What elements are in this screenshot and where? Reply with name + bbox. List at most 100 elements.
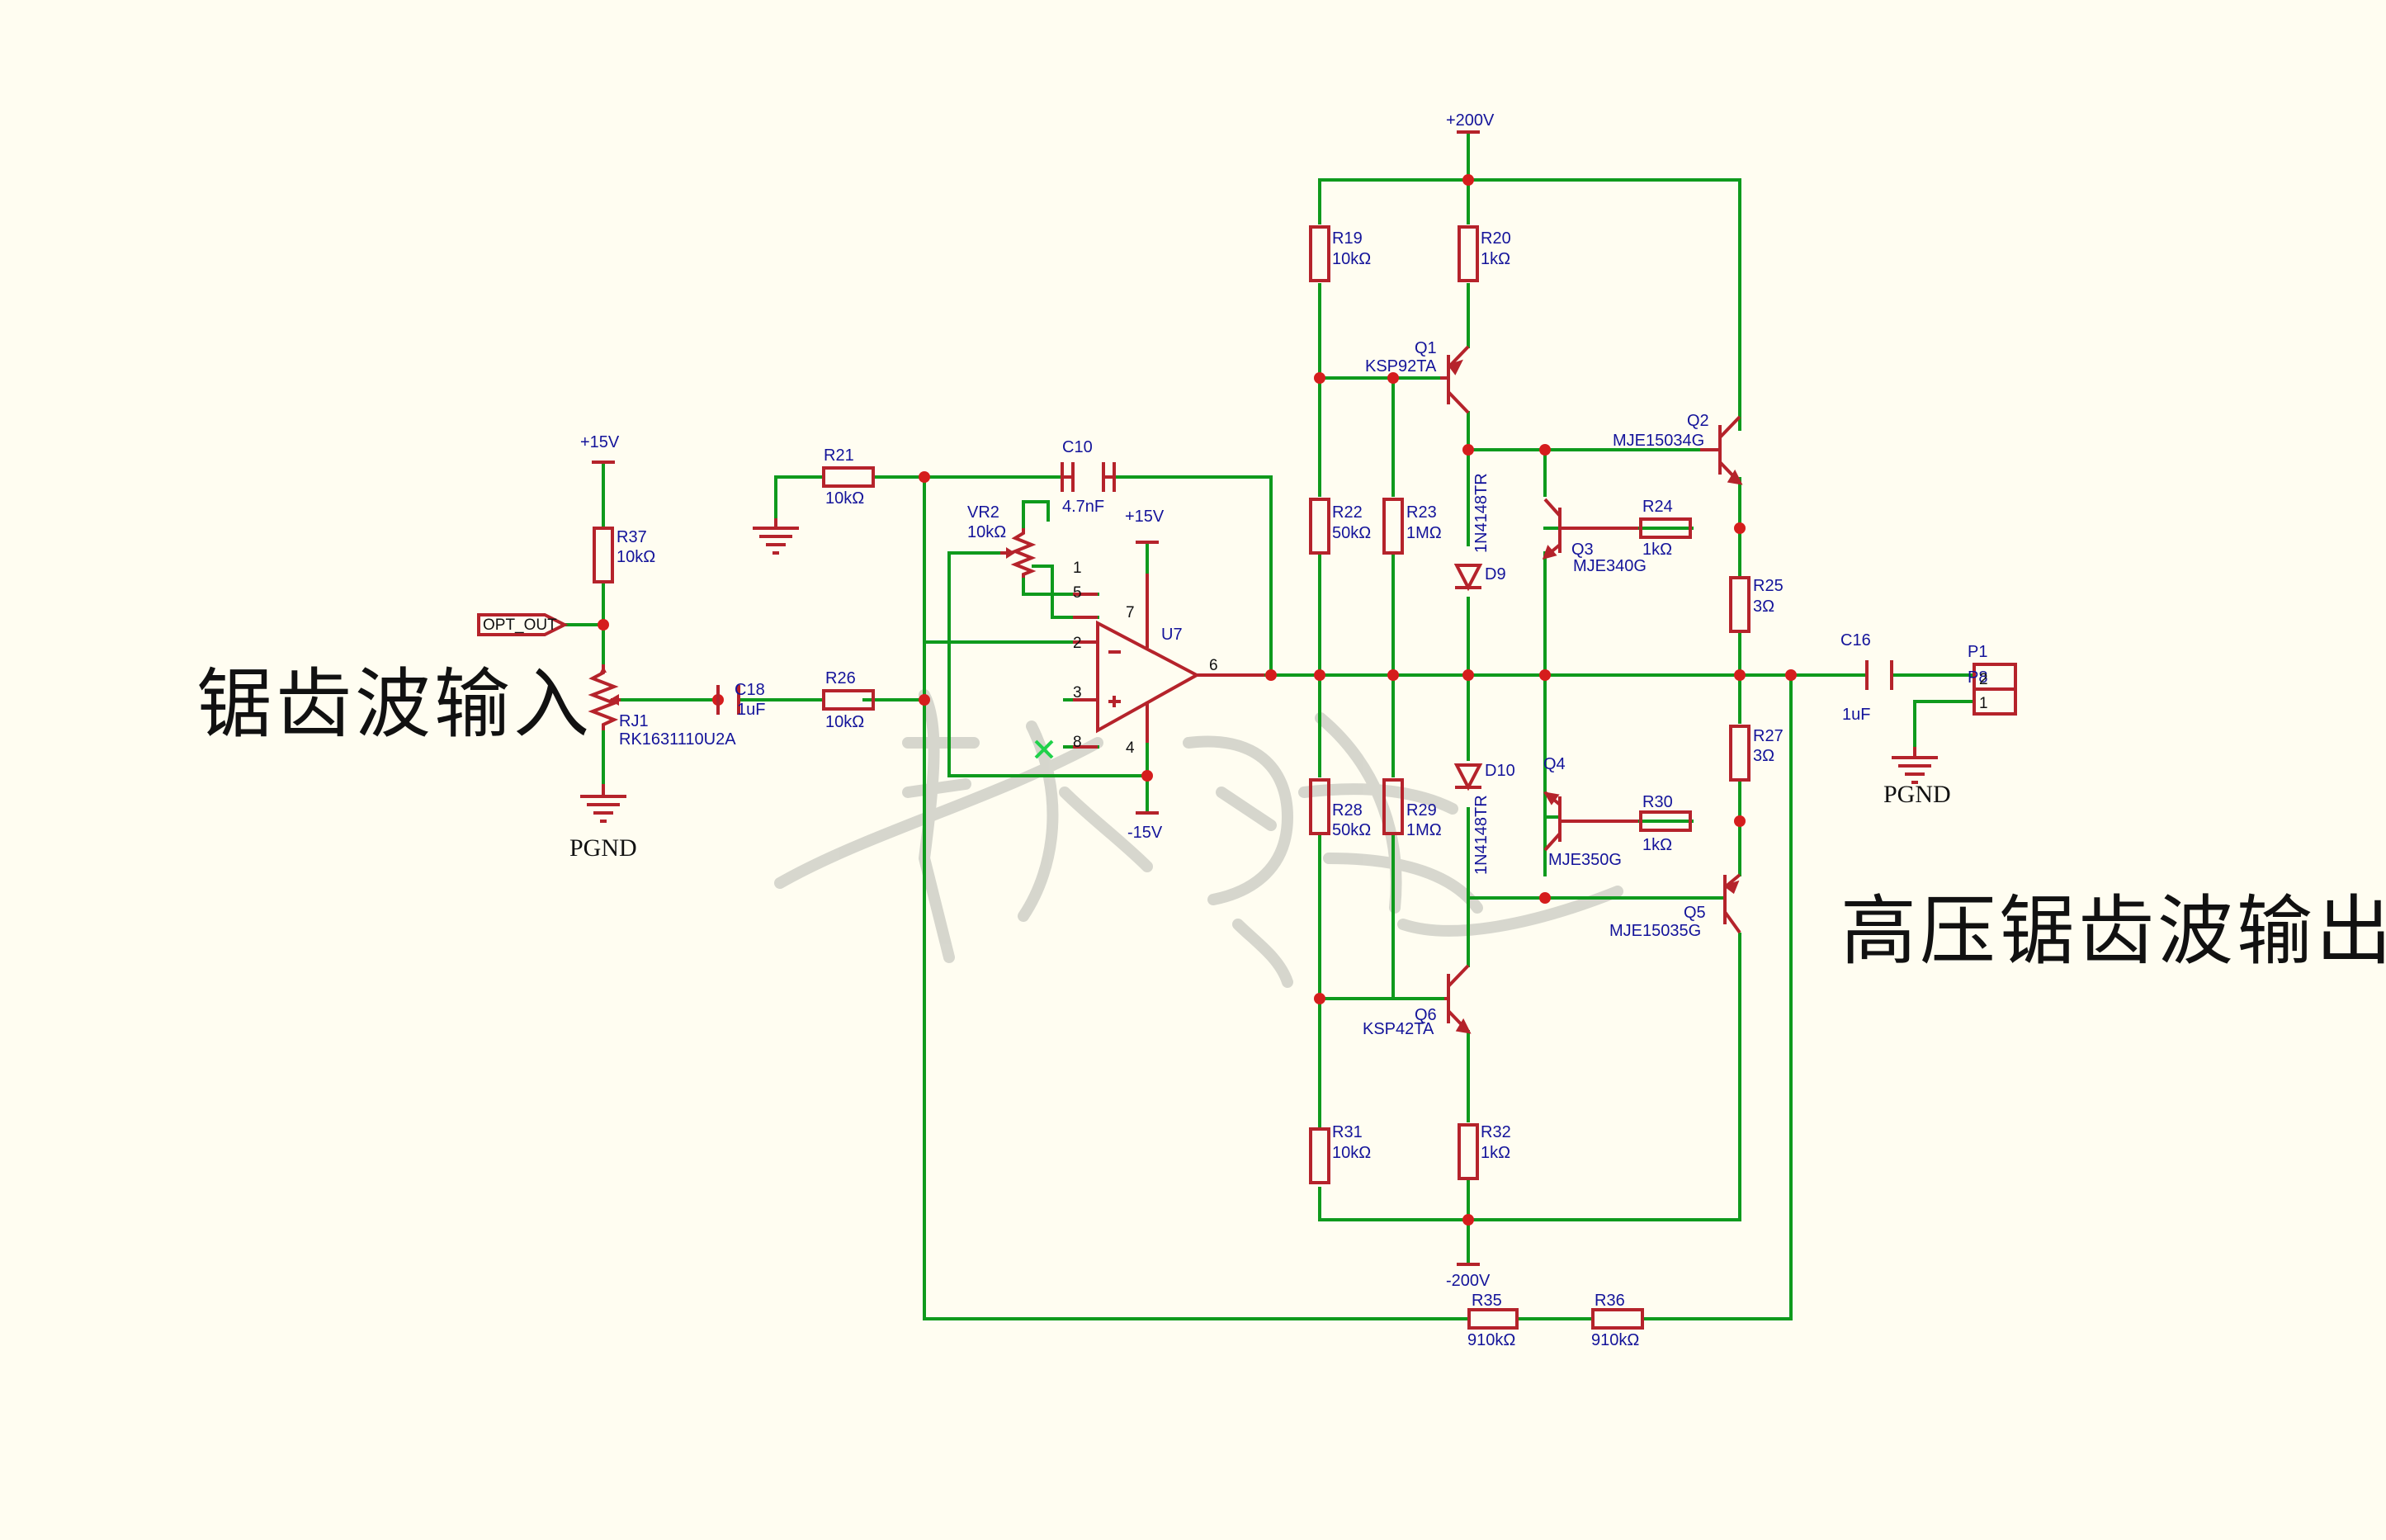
resistor-R21 — [822, 466, 875, 488]
R23-val: 1MΩ — [1406, 524, 1442, 542]
C18-val: 1uF — [737, 701, 765, 719]
R25-ref: R25 — [1753, 577, 1784, 595]
resistor-R28 — [1309, 778, 1330, 835]
capacitor-C16 — [1865, 660, 1893, 690]
resistor-R32 — [1458, 1123, 1479, 1180]
Q2-part: MJE15034G — [1613, 432, 1704, 450]
U7-ref: U7 — [1161, 626, 1183, 644]
R19-val: 10kΩ — [1332, 250, 1371, 268]
capacitor-C10 — [1061, 462, 1116, 492]
title-input: 锯齿波输入 — [196, 660, 593, 749]
pgnd-label-out: PGND — [1883, 781, 1951, 808]
R26-val: 10kΩ — [825, 713, 864, 731]
R36-ref: R36 — [1595, 1292, 1625, 1310]
R22-ref: R22 — [1332, 503, 1363, 522]
R23-ref: R23 — [1406, 503, 1437, 522]
R20-val: 1kΩ — [1481, 250, 1510, 268]
P8-ref: P8 — [1968, 668, 1987, 687]
R19-ref: R19 — [1332, 229, 1363, 248]
resistor-R30 — [1639, 810, 1692, 832]
R27-val: 3Ω — [1753, 747, 1774, 765]
power-label-pos15-b: +15V — [1125, 508, 1165, 526]
connector-P1 — [1973, 663, 2017, 716]
junction-dots — [598, 174, 1797, 1226]
R32-val: 1kΩ — [1481, 1144, 1510, 1162]
R31-val: 10kΩ — [1332, 1144, 1371, 1162]
R27-ref: R27 — [1753, 727, 1784, 745]
capacitor-C18 — [716, 685, 740, 715]
resistor-R36 — [1591, 1308, 1644, 1330]
power-label-neg200: -200V — [1446, 1272, 1491, 1290]
U7-pin5: 5 — [1073, 584, 1082, 602]
port-opt-out — [477, 613, 569, 636]
P1-pin2: 2 — [1979, 671, 1988, 688]
R21-val: 10kΩ — [825, 489, 864, 508]
R37-val: 10kΩ — [617, 548, 655, 566]
D10-part: 1N4148TR — [1472, 795, 1491, 875]
title-output: 高压锯齿波输出 — [1840, 887, 2386, 975]
R29-val: 1MΩ — [1406, 821, 1442, 839]
R24-val: 1kΩ — [1642, 541, 1672, 559]
resistor-R19 — [1309, 225, 1330, 282]
R30-val: 1kΩ — [1642, 836, 1672, 854]
U7-pin1: 1 — [1073, 560, 1082, 577]
signature-watermark — [774, 689, 1623, 988]
transistor-Q4 — [1543, 791, 1638, 852]
power-stubs — [592, 130, 1480, 1266]
Q6-ref: Q6 — [1415, 1006, 1437, 1024]
Q2-ref: Q2 — [1687, 412, 1709, 430]
P1-ref: P1 — [1968, 643, 1987, 661]
R20-ref: R20 — [1481, 229, 1511, 248]
resistor-R35 — [1467, 1308, 1519, 1330]
transistor-Q5 — [1722, 873, 1741, 934]
pgnd-label-in: PGND — [569, 834, 637, 862]
Q4-part: MJE350G — [1548, 851, 1622, 869]
RJ1-val: RK1631110U2A — [619, 730, 736, 749]
resistor-R24 — [1639, 517, 1692, 539]
R31-ref: R31 — [1332, 1123, 1363, 1141]
resistor-R27 — [1729, 725, 1751, 782]
C16-ref: C16 — [1840, 631, 1871, 650]
Q3-part: MJE340G — [1573, 557, 1647, 575]
U7-pin4: 4 — [1126, 739, 1135, 757]
U7-pin3: 3 — [1073, 684, 1082, 702]
R36-val: 910kΩ — [1591, 1331, 1639, 1349]
D10-ref: D10 — [1485, 762, 1515, 780]
R28-val: 50kΩ — [1332, 821, 1371, 839]
Q5-ref: Q5 — [1684, 904, 1706, 922]
R22-val: 50kΩ — [1332, 524, 1371, 542]
U7-pin8: 8 — [1073, 734, 1082, 751]
U7-pin7: 7 — [1126, 604, 1135, 621]
Q6-part: KSP42TA — [1363, 1020, 1434, 1038]
P1-pin1: 1 — [1979, 695, 1988, 712]
transistor-Q1 — [1440, 345, 1470, 414]
Q1-ref: Q1 — [1415, 339, 1437, 357]
R30-ref: R30 — [1642, 793, 1673, 811]
VR2-val: 10kΩ — [967, 523, 1006, 541]
resistor-R37 — [593, 527, 614, 583]
diode-D9 — [1453, 564, 1483, 592]
R24-ref: R24 — [1642, 498, 1673, 516]
potentiometer-VR2 — [1000, 528, 1037, 578]
ground-symbol-c10 — [753, 518, 799, 555]
R35-ref: R35 — [1472, 1292, 1502, 1310]
D9-ref: D9 — [1485, 565, 1506, 583]
wire-network — [563, 130, 1976, 1320]
R32-ref: R32 — [1481, 1123, 1511, 1141]
opt-out-label: OPT_OUT — [483, 616, 557, 634]
R26-ref: R26 — [825, 669, 856, 687]
Q4-ref: Q4 — [1543, 755, 1566, 773]
VR2-ref: VR2 — [967, 503, 999, 522]
C18-ref: C18 — [735, 681, 765, 699]
ground-symbol-in — [580, 784, 626, 823]
power-label-pos15-a: +15V — [580, 433, 620, 451]
C10-ref: C10 — [1062, 438, 1093, 456]
transistor-Q2 — [1700, 415, 1743, 485]
R28-ref: R28 — [1332, 801, 1363, 820]
U7-pin2: 2 — [1073, 635, 1082, 652]
transistor-Q6 — [1444, 964, 1472, 1034]
diode-D10 — [1453, 763, 1483, 791]
resistor-R29 — [1382, 778, 1404, 835]
R35-val: 910kΩ — [1467, 1331, 1515, 1349]
